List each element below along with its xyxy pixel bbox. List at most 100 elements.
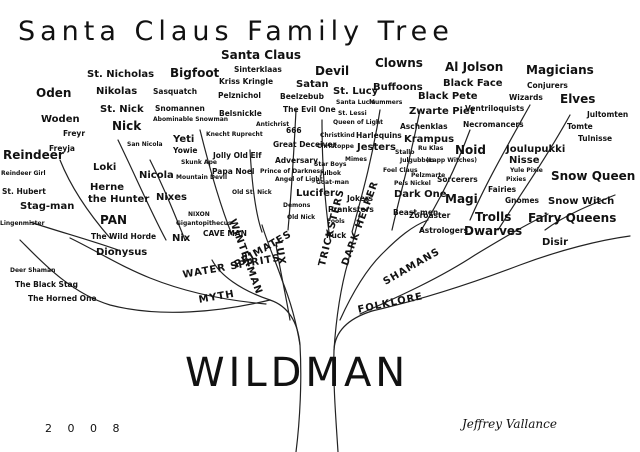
node-label: Mimes: [345, 156, 367, 163]
node-label: Krampus: [404, 134, 455, 145]
year-label: 2 0 0 8: [45, 422, 126, 435]
node-label: Joulupukki: [506, 144, 566, 155]
node-label: Fools: [327, 218, 345, 225]
node-label: Yowie: [173, 146, 198, 155]
node-label: The Evil One: [283, 105, 336, 114]
node-label: Tulnisse: [578, 134, 613, 143]
node-label: 666: [286, 126, 302, 135]
node-label: Jultomten: [587, 110, 629, 119]
node-label: Foel Claus: [383, 167, 418, 174]
node-label: Belsnickle: [219, 109, 262, 118]
node-label: Sasquatch: [153, 87, 198, 96]
node-label: Al Jolson: [445, 60, 504, 74]
node-label: Fairies: [488, 185, 517, 194]
node-label: Adversary: [275, 156, 318, 165]
node-label: Freyja: [49, 144, 75, 153]
artist-signature: Jeffrey Vallance: [462, 417, 557, 431]
node-label: Snow Queen: [551, 169, 636, 183]
node-label: Mummers: [369, 99, 403, 106]
root-label: WILDMAN: [185, 350, 410, 396]
node-label: Kriss Kringle: [219, 77, 274, 86]
node-label: Pelzmarte: [411, 172, 446, 179]
node-label: Nisse: [509, 155, 540, 166]
node-label: Pixies: [506, 176, 527, 183]
node-label: Trolls: [475, 210, 512, 224]
node-label: Gigantopithecus: [176, 220, 232, 227]
node-label: Santa Claus: [221, 48, 301, 62]
node-label: Santa Lucia: [336, 99, 376, 106]
node-label: St. Hubert: [2, 187, 46, 196]
node-label: Necromancers: [463, 120, 524, 129]
node-label: Knecht Ruprecht: [206, 131, 263, 138]
node-label: (Lapp Witches): [426, 157, 478, 164]
node-label: St. Nicholas: [87, 69, 155, 80]
node-label: Devil: [315, 64, 350, 78]
node-label: Wizards: [509, 93, 543, 102]
node-label: NIXON: [188, 211, 210, 218]
node-label: Prince of Darkness: [260, 168, 324, 175]
node-label: The Black Stag: [15, 280, 78, 289]
node-label: Pelznichol: [218, 91, 261, 100]
node-label: Yeti: [173, 134, 195, 145]
node-label: Abominable Snowman: [153, 116, 229, 123]
node-label: Great Deceiver: [273, 140, 337, 149]
node-label: Beelzebub: [280, 92, 324, 101]
node-label: Black Pete: [418, 91, 478, 102]
node-label: Stallo: [395, 149, 415, 156]
node-label: Julbok: [320, 170, 341, 177]
node-label: Fairy Queens: [528, 211, 617, 225]
node-label: Snow Witch: [548, 196, 615, 207]
node-label: Beast-men: [393, 208, 439, 217]
node-label: Puck: [326, 231, 347, 240]
node-label: Julgubben: [400, 157, 435, 164]
node-label: Herne: [90, 182, 124, 193]
node-label: Buffoons: [373, 82, 423, 93]
node-label: Dwarves: [464, 224, 523, 238]
node-label: Demons: [283, 202, 311, 209]
node-label: Pranksters: [328, 205, 374, 214]
node-label: Old St. Nick: [232, 189, 272, 196]
node-label: Sinterklaas: [234, 65, 282, 74]
node-label: Oden: [36, 86, 72, 100]
node-label: Star Boys: [314, 161, 347, 168]
node-label: Magicians: [526, 63, 594, 77]
node-label: Tomte: [567, 122, 593, 131]
node-label: Nikolas: [96, 86, 138, 97]
node-label: Loki: [93, 162, 117, 173]
node-label: St. Lessi: [338, 110, 367, 117]
node-label: Nixes: [156, 192, 187, 203]
node-label: Skunk Ape: [181, 159, 217, 166]
node-label: Astrologers: [419, 226, 469, 235]
node-label: Reindeer: [3, 148, 64, 162]
node-label: San Nicola: [127, 141, 163, 148]
node-label: Pels Nickel: [394, 180, 431, 187]
node-label: Jokers: [347, 194, 373, 203]
node-label: Jesters: [357, 142, 396, 153]
node-label: Harlequins: [356, 131, 402, 140]
node-label: Dark One: [394, 189, 447, 200]
node-label: Goat-man: [316, 179, 350, 186]
node-label: Magi: [445, 192, 478, 206]
node-label: Sorcerers: [437, 175, 478, 184]
node-label: St. Nick: [100, 104, 144, 115]
node-label: Papa Noel: [212, 167, 255, 176]
node-label: The Wild Horde: [91, 232, 157, 241]
node-label: Ventriloquists: [465, 104, 525, 113]
node-label: Snomannen: [155, 104, 205, 113]
node-label: Angel of Light: [275, 176, 323, 183]
node-label: The Horned One: [28, 294, 97, 303]
node-label: Yule Pixie: [510, 167, 543, 174]
node-label: St. Lucy: [333, 86, 379, 97]
node-label: Elves: [560, 92, 596, 106]
node-label: Stag-man: [20, 201, 75, 212]
node-label: Reindeer Girl: [1, 170, 46, 177]
node-label: Black Face: [443, 78, 503, 89]
node-label: Bigfoot: [170, 66, 220, 80]
node-label: Queen of Light: [333, 119, 384, 126]
node-label: Jolly Old Elf: [213, 151, 262, 160]
node-label: Conjurers: [527, 81, 568, 90]
node-label: Woden: [41, 114, 80, 125]
node-label: Ru Klas: [418, 145, 444, 152]
